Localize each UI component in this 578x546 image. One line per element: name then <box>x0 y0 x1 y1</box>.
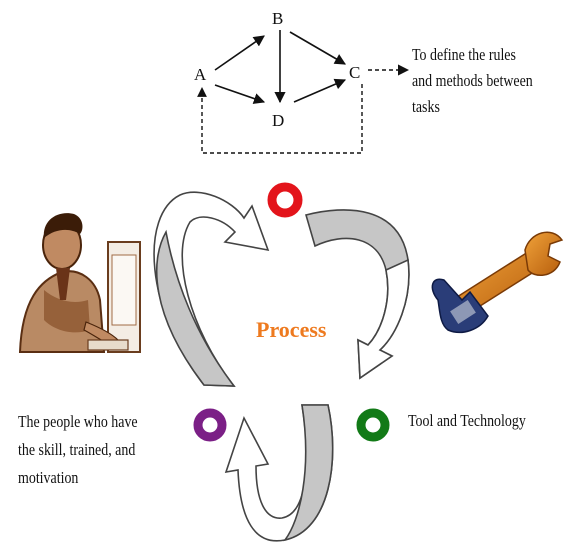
rules-caption: To define the rules and methods between … <box>412 42 533 120</box>
person-at-computer-icon <box>20 213 140 352</box>
edge-b-c <box>290 32 345 64</box>
cycle-arrows <box>154 192 409 541</box>
process-label: Process <box>256 317 327 342</box>
edge-d-c <box>294 80 345 102</box>
edge-a-b <box>215 36 264 70</box>
rules-caption-line-2: and methods between <box>412 68 533 94</box>
wrench-icon <box>432 232 562 332</box>
green-ring <box>361 413 385 437</box>
node-d: D <box>272 111 284 130</box>
arrow-process-to-tool-highlight <box>358 260 409 378</box>
node-a: A <box>194 65 207 84</box>
node-c: C <box>349 63 360 82</box>
people-caption-line-2: the skill, trained, and <box>18 436 138 464</box>
tool-caption: Tool and Technology <box>408 408 526 434</box>
red-ring <box>272 187 298 213</box>
rules-caption-line-3: tasks <box>412 94 533 120</box>
edge-a-d <box>215 85 264 102</box>
people-caption-line-3: motivation <box>18 464 138 492</box>
people-caption-line-1: The people who have <box>18 408 138 436</box>
people-caption: The people who have the skill, trained, … <box>18 408 138 492</box>
flow-graph: A B C D <box>194 9 408 153</box>
arrow-people-to-process-shade <box>157 232 234 386</box>
purple-ring <box>198 413 222 437</box>
rules-caption-line-1: To define the rules <box>412 42 533 68</box>
node-b: B <box>272 9 283 28</box>
